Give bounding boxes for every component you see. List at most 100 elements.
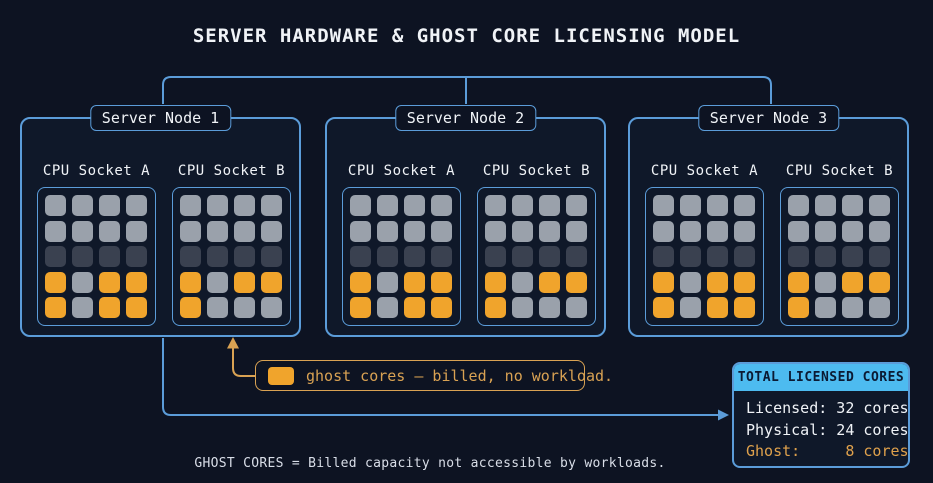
physical-core	[431, 220, 452, 242]
server-node-label: Server Node 2	[394, 105, 537, 131]
physical-core	[207, 297, 228, 319]
ghost-core	[485, 297, 506, 319]
physical-core	[566, 297, 587, 319]
physical-core	[842, 195, 863, 216]
physical-core	[815, 220, 836, 242]
cpu-socket: CPU Socket B	[172, 163, 291, 327]
cpu-socket-label: CPU Socket A	[42, 163, 151, 179]
physical-core	[680, 271, 701, 293]
node-bracket-line	[162, 76, 772, 104]
ghost-core	[788, 297, 809, 319]
physical-core	[99, 195, 120, 216]
ghost-core	[734, 297, 755, 319]
ghost-cores-row: Ghost: 8 cores	[746, 442, 909, 460]
cpu-socket: CPU Socket B	[780, 163, 899, 327]
ghost-core-legend-label: ghost cores — billed, no workload.	[306, 366, 614, 385]
dimmed-core	[680, 246, 701, 268]
ghost-core	[45, 271, 66, 293]
ghost-core	[180, 297, 201, 319]
physical-core	[207, 195, 228, 216]
physical-core	[734, 195, 755, 216]
physical-core	[234, 297, 255, 319]
dimmed-core	[261, 246, 282, 268]
physical-core	[653, 195, 674, 216]
cpu-socket-label: CPU Socket A	[650, 163, 759, 179]
dimmed-core	[869, 246, 890, 268]
ghost-core	[180, 271, 201, 293]
totals-panel-header: TOTAL LICENSED CORES	[734, 364, 908, 391]
dimmed-core	[99, 246, 120, 268]
sockets-row: CPU Socket A CPU Socket B	[630, 119, 907, 327]
ghost-core	[350, 271, 371, 293]
ghost-core	[431, 271, 452, 293]
physical-core	[350, 220, 371, 242]
totals-arrowhead	[718, 409, 729, 421]
dimmed-core	[539, 246, 560, 268]
cpu-socket-label: CPU Socket A	[347, 163, 456, 179]
physical-core	[653, 220, 674, 242]
physical-core	[869, 220, 890, 242]
ghost-core	[707, 271, 728, 293]
physical-core	[539, 220, 560, 242]
physical-core	[680, 195, 701, 216]
ghost-core	[234, 271, 255, 293]
cpu-socket: CPU Socket A	[645, 163, 764, 327]
physical-core	[72, 271, 93, 293]
dimmed-core	[734, 246, 755, 268]
physical-core	[869, 195, 890, 216]
ghost-core	[566, 271, 587, 293]
core-grid	[45, 195, 148, 319]
core-grid	[653, 195, 756, 319]
physical-core	[180, 195, 201, 216]
core-grid	[180, 195, 283, 319]
ghost-core	[404, 297, 425, 319]
physical-core	[707, 220, 728, 242]
physical-core	[539, 297, 560, 319]
dimmed-core	[815, 246, 836, 268]
server-node-label: Server Node 1	[89, 105, 232, 131]
dimmed-core	[404, 246, 425, 268]
ghost-core	[485, 271, 506, 293]
ghost-core	[99, 297, 120, 319]
footer-definition-caption: GHOST CORES = Billed capacity not access…	[194, 456, 666, 471]
cpu-socket-box	[342, 187, 461, 327]
dimmed-core	[788, 246, 809, 268]
legend-pointer-line	[232, 348, 255, 377]
physical-core	[261, 297, 282, 319]
server-node: Server Node 1 CPU Socket A CPU Socket B	[20, 105, 301, 337]
cpu-socket: CPU Socket A	[342, 163, 461, 327]
dimmed-core	[431, 246, 452, 268]
physical-core	[485, 220, 506, 242]
ghost-core	[261, 271, 282, 293]
physical-core	[45, 220, 66, 242]
dimmed-core	[566, 246, 587, 268]
ghost-core	[653, 271, 674, 293]
cpu-socket-label: CPU Socket B	[177, 163, 286, 179]
physical-core	[99, 220, 120, 242]
physical-core	[45, 195, 66, 216]
physical-core	[72, 220, 93, 242]
physical-core	[707, 195, 728, 216]
physical-core	[126, 220, 147, 242]
dimmed-core	[512, 246, 533, 268]
physical-core	[566, 195, 587, 216]
physical-core	[234, 220, 255, 242]
physical-core	[566, 220, 587, 242]
dimmed-core	[72, 246, 93, 268]
dimmed-core	[45, 246, 66, 268]
physical-core	[180, 220, 201, 242]
physical-core	[815, 297, 836, 319]
physical-core	[788, 220, 809, 242]
dimmed-core	[180, 246, 201, 268]
ghost-core-swatch-icon	[268, 366, 294, 385]
physical-core	[815, 271, 836, 293]
physical-core	[788, 195, 809, 216]
diagram-title: SERVER HARDWARE & GHOST CORE LICENSING M…	[192, 25, 741, 47]
physical-core	[734, 220, 755, 242]
physical-core	[207, 220, 228, 242]
dimmed-core	[377, 246, 398, 268]
physical-core	[842, 297, 863, 319]
physical-core	[680, 220, 701, 242]
